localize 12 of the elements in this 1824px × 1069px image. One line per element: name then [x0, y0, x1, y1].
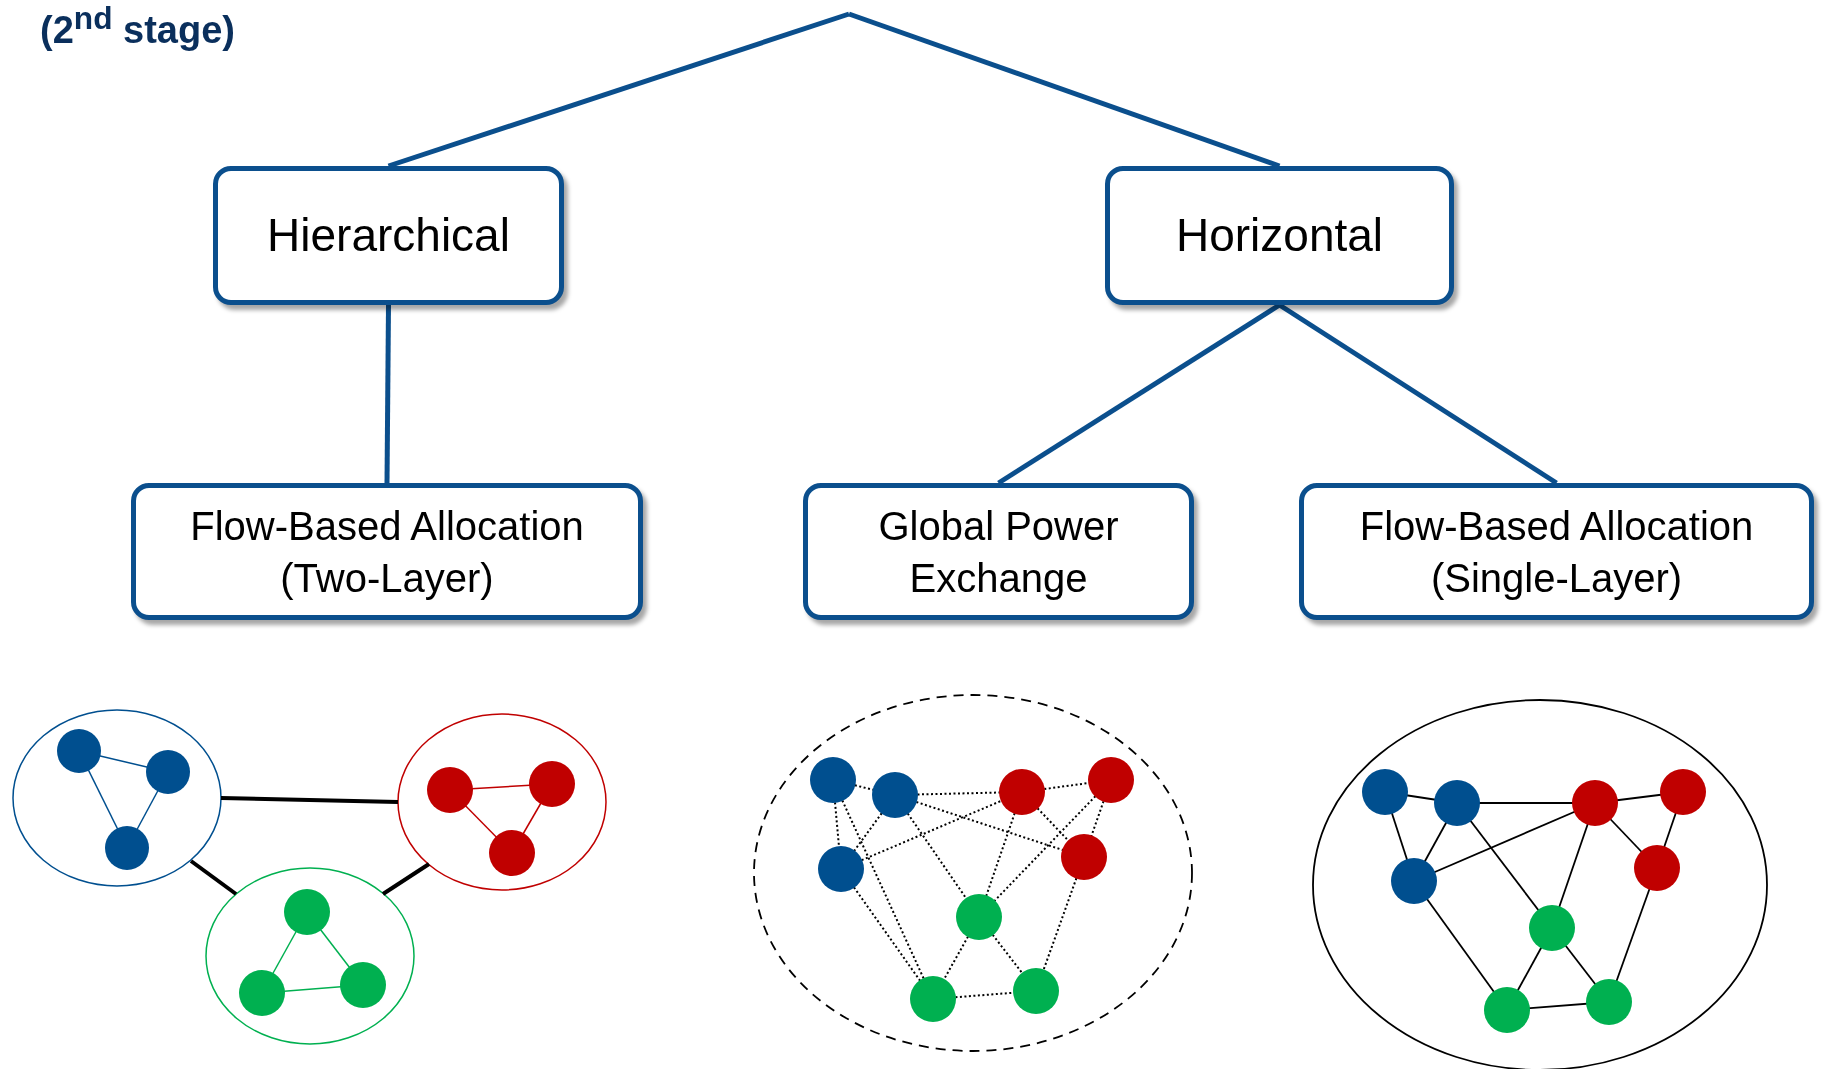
category-box [131, 483, 643, 620]
category-box [1299, 483, 1814, 620]
box-label: Hierarchical [267, 207, 510, 263]
category-box [1105, 166, 1454, 305]
box-label: Flow-Based Allocation (Two-Layer) [189, 502, 585, 602]
box-label: Horizontal [1175, 207, 1384, 263]
box-label: Global Power Exchange [877, 502, 1120, 602]
title: (2$^{nd}$ stage) [40, 0, 235, 52]
category-box [803, 483, 1194, 620]
box-label: Flow-Based Allocation (Single-Layer) [1358, 502, 1755, 602]
connector-line [384, 305, 391, 484]
category-box [213, 166, 564, 305]
